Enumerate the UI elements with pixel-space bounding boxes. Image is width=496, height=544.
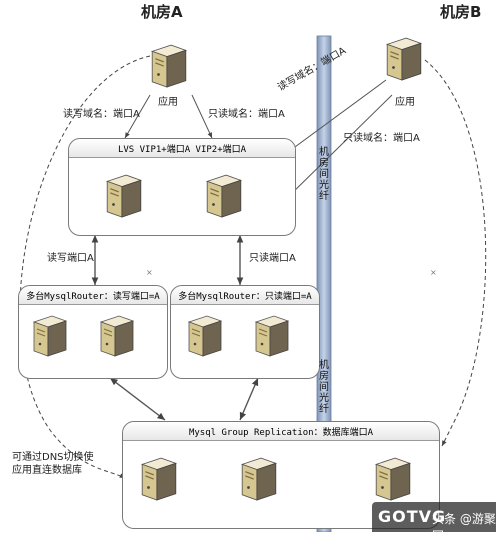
router-ro-group-title: 多台MysqlRouter：只读端口=A [178,292,312,302]
router-rw-server-1-icon [33,315,67,357]
dns-note-line-2: 应用直连数据库 [12,465,82,476]
fiber-label-bottom: 机房间光纤 [319,360,329,415]
lvs-group-title: LVS VIP1+端口A VIP2+端口A [117,145,247,155]
rw-port-label: 读写端口A [47,253,94,264]
watermark: GOTVG 头条 @游聚网 [372,502,496,543]
fiber-label-top: 机房间光纤 [319,147,329,202]
app-b-label: 应用 [395,97,415,108]
mgr-node-1-icon [141,457,177,501]
diagram-canvas: LVS VIP1+端口A VIP2+端口A 多台MysqlRouter：读写端口… [12,3,496,543]
x-mark-1: × [146,268,153,277]
edge-app-b-to-lvs-ro [284,94,393,201]
mgr-node-3-icon [375,457,411,501]
app-a-label: 应用 [158,97,178,108]
watermark-logo: GOTVG [378,507,447,526]
dns-note-line-1: 可通过DNS切换使 [12,452,94,463]
rw-domain-a-label: 读写域名：端口A [63,109,140,120]
room-a-title: 机房A [141,3,183,21]
watermark-text: 头条 @游聚网 [432,512,496,543]
edge-app-a-to-lvs-ro [191,94,213,139]
lvs-server-1-icon [106,174,142,218]
router-rw-group-title: 多台MysqlRouter：读写端口=A [26,292,160,302]
x-mark-2: × [430,268,437,277]
ro-domain-a-label: 只读域名：端口A [208,109,285,120]
app-b-server-icon [386,37,422,81]
lvs-group-box: LVS VIP1+端口A VIP2+端口A [68,138,296,236]
edge-router-rw-to-mgr [109,377,166,421]
ro-port-label: 只读端口A [249,253,296,264]
lvs-server-2-icon [206,174,242,218]
edge-app-b-to-lvs-rw [279,79,387,159]
mgr-node-2-icon [241,457,277,501]
ro-domain-b-label: 只读域名：端口A [343,133,420,144]
router-ro-server-1-icon [188,315,222,357]
edge-router-ro-to-mgr [239,377,259,421]
router-rw-server-2-icon [100,315,134,357]
app-a-server-icon [151,44,187,88]
router-ro-server-2-icon [255,315,289,357]
room-b-title: 机房B [440,3,482,21]
mgr-group-title: Mysql Group Replication：数据库端口A [188,428,374,438]
dns-failover-arc-right [424,59,487,447]
fiber-link-bar [316,35,332,532]
edge-app-a-to-lvs-rw [124,94,151,139]
